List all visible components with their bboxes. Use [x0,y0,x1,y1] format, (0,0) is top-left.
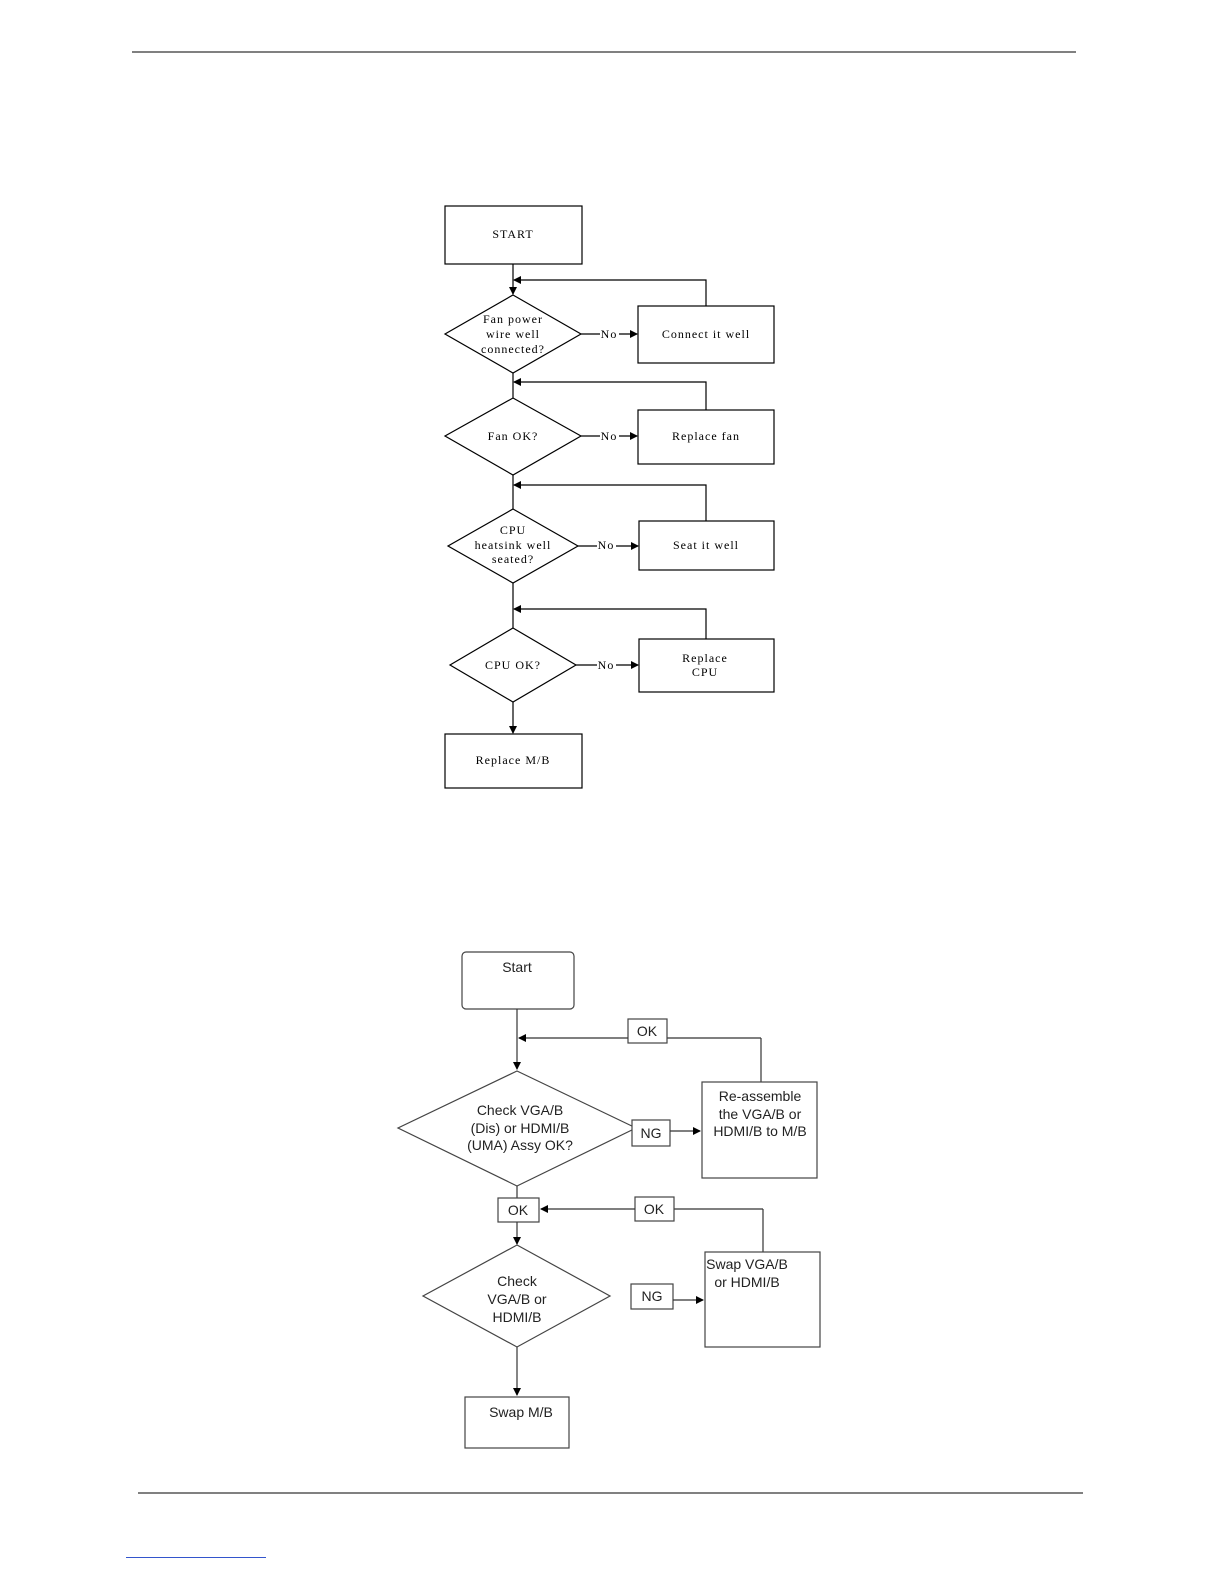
no-label-4: No [598,658,615,672]
decision-fan-power-line2: wire well [486,327,540,341]
replace-mb-box [444,733,583,789]
ok-box-3 [634,1196,675,1222]
swap-mb-box [464,1396,570,1449]
start2-box [461,951,575,1010]
ng-label-1: NG [641,1125,662,1141]
ok-label-3: OK [644,1201,665,1217]
decision-vga-assy-line3: (UMA) Assy OK? [467,1137,573,1153]
ok-box-1 [627,1018,668,1044]
action-replace-cpu-box [638,638,775,693]
action-seat-label: Seat it well [673,538,739,552]
decision-fan-power-line3: connected? [481,342,545,356]
no-label-3: No [598,538,615,552]
action-connect-box [637,305,775,364]
action-seat-box [638,520,775,571]
action-replace-cpu-line1: Replace [682,651,728,665]
ng-label-2: NG [642,1288,663,1304]
swap-vga-line1: Swap VGA/B [706,1256,788,1272]
footer-link-underline[interactable] [126,1557,266,1558]
ng-box-2 [630,1283,674,1310]
reassemble-line2: the VGA/B or [719,1106,802,1122]
reassemble-line1: Re-assemble [719,1088,802,1104]
ok-label-1: OK [637,1023,658,1039]
decision-vga-assy-line2: (Dis) or HDMI/B [471,1120,570,1136]
reassemble-line3: HDMI/B to M/B [713,1123,806,1139]
decision-heatsink-line2: heatsink well [475,538,552,552]
start2-label: Start [502,959,532,975]
swap-vga-box [704,1251,821,1348]
decision-fan-power-line1: Fan power [483,312,543,326]
swap-vga-line2: or HDMI/B [714,1274,779,1290]
ng-box-1 [631,1119,671,1147]
replace-mb-label: Replace M/B [476,753,551,767]
swap-mb-label: Swap M/B [489,1404,553,1420]
decision-vga-check-line1: Check [497,1273,538,1289]
start-box [444,205,583,265]
decision-heatsink-line1: CPU [500,523,526,537]
decision-vga-assy-line1: Check VGA/B [477,1102,563,1118]
reassemble-box [701,1081,818,1179]
ok-label-2: OK [508,1202,529,1218]
decision-cpu-ok-label: CPU OK? [485,658,541,672]
decision-fan-ok-label: Fan OK? [488,429,539,443]
flowchart-cooling: START Fan power wire well connected? No … [443,205,775,789]
action-connect-label: Connect it well [662,327,750,341]
action-replace-cpu-line2: CPU [692,665,718,679]
ok-box-2 [497,1197,540,1223]
no-label-1: No [601,327,618,341]
decision-vga-check-line3: HDMI/B [493,1309,542,1325]
decision-heatsink-line3: seated? [492,552,534,566]
action-replace-fan-label: Replace fan [672,429,740,443]
action-replace-fan-box [637,409,775,465]
start-label: START [492,227,533,241]
flowchart-vga: Start OK Check VGA/B (Dis) or HDMI/B (UM… [396,951,821,1449]
no-label-2: No [601,429,618,443]
decision-vga-check-line2: VGA/B or [487,1291,546,1307]
